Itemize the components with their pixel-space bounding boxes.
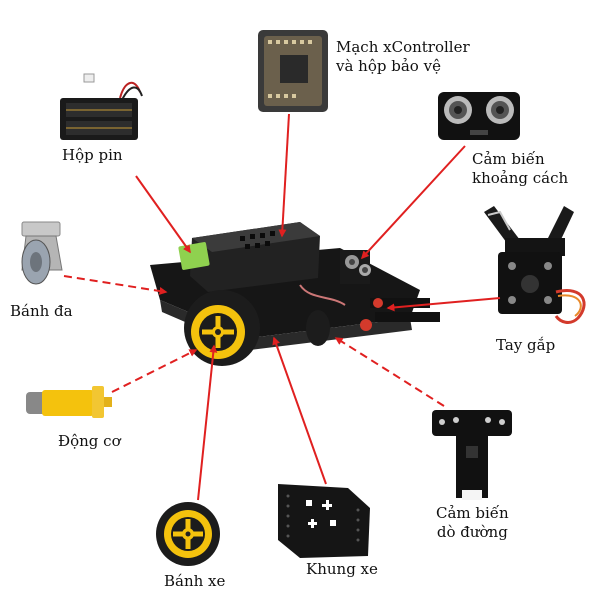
label-line-sensor-line2: dò đường — [436, 523, 508, 541]
arrow-caster — [63, 275, 168, 295]
arrow-battery — [135, 175, 191, 254]
arrow-frame — [272, 336, 327, 485]
label-distance-sensor: Cảm biến khoảng cách — [472, 150, 568, 188]
robot-car-image — [150, 222, 440, 366]
label-controller: Mạch xController và hộp bảo vệ — [336, 38, 470, 76]
label-controller-line1: Mạch xController — [336, 38, 470, 56]
label-caster: Bánh đa — [10, 302, 73, 320]
label-frame: Khung xe — [306, 560, 378, 578]
arrow-distance-sensor — [360, 145, 466, 260]
label-line-sensor: Cảm biến dò đường — [436, 504, 509, 542]
label-distance-sensor-line1: Cảm biến — [472, 150, 545, 168]
motor-image — [26, 386, 112, 418]
gripper-image — [484, 206, 586, 324]
label-controller-line2: và hộp bảo vệ — [336, 57, 441, 75]
frame-image — [278, 484, 370, 558]
battery-box-image — [60, 73, 143, 140]
distance-sensor-image — [438, 92, 520, 140]
arrow-line-sensor — [334, 337, 445, 407]
arrow-controller — [278, 113, 290, 238]
label-battery: Hộp pin — [62, 146, 123, 164]
label-motor: Động cơ — [58, 432, 121, 450]
arrow-gripper — [386, 297, 501, 312]
wheel-image — [156, 502, 220, 566]
arrow-motor — [111, 349, 198, 393]
caster-wheel-image — [21, 221, 63, 285]
controller-board-image — [258, 30, 328, 112]
label-distance-sensor-line2: khoảng cách — [472, 169, 569, 187]
label-gripper: Tay gắp — [496, 336, 556, 354]
label-wheel: Bánh xe — [164, 572, 226, 590]
line-sensor-image — [432, 410, 512, 500]
label-line-sensor-line1: Cảm biến — [436, 504, 509, 522]
arrow-wheel — [197, 344, 218, 501]
